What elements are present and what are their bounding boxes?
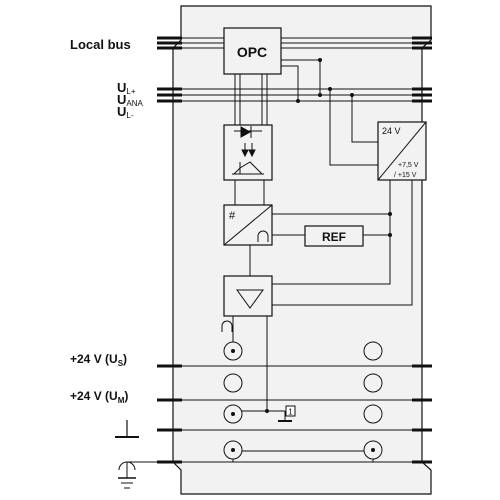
opc-label: OPC (237, 44, 267, 60)
ul-minus-label: UL- (117, 104, 134, 120)
optocoupler-symbol (232, 126, 264, 175)
amplifier-triangle (236, 289, 264, 309)
adc-diagonal (223, 204, 273, 246)
converter-input-label: 24 V (382, 126, 401, 136)
earth-ground-icon (118, 461, 157, 489)
converter-output-label-1: +7,5 V (398, 162, 419, 169)
um-supply-label: +24 V (UM) (70, 389, 128, 405)
ref-block (304, 225, 364, 247)
ground-icon (115, 420, 139, 438)
opto-to-adc-lines (234, 180, 265, 205)
note-number: 1 (288, 408, 293, 417)
us-supply-label: +24 V (US) (70, 352, 127, 368)
note-box (285, 405, 296, 417)
adc-analog-symbol (257, 230, 269, 242)
amplifier-block (223, 275, 273, 317)
terminal-2-3 (363, 404, 383, 424)
terminal-1-2 (223, 373, 243, 393)
ref-label: REF (322, 230, 346, 244)
module-housing (172, 5, 432, 495)
terminal-2-2 (363, 373, 383, 393)
terminal-inner-dots (231, 349, 375, 452)
opc-block (223, 27, 282, 75)
opc-to-opto-lines (234, 74, 268, 125)
ul-plus-label: UL+ (117, 80, 136, 96)
local-bus-label: Local bus (70, 37, 131, 52)
converter-output-label-2: / +15 V (394, 172, 417, 179)
adc-digital-symbol: # (229, 210, 236, 222)
optocoupler-block (223, 124, 273, 181)
terminal-2-1 (363, 341, 383, 361)
local-bus-lines (157, 36, 432, 50)
uana-label: UANA (117, 92, 144, 108)
terminal-row-lines (157, 364, 432, 464)
current-output-symbol (221, 320, 233, 332)
converter-diagonal (377, 121, 427, 181)
supply-wiring (272, 89, 413, 306)
